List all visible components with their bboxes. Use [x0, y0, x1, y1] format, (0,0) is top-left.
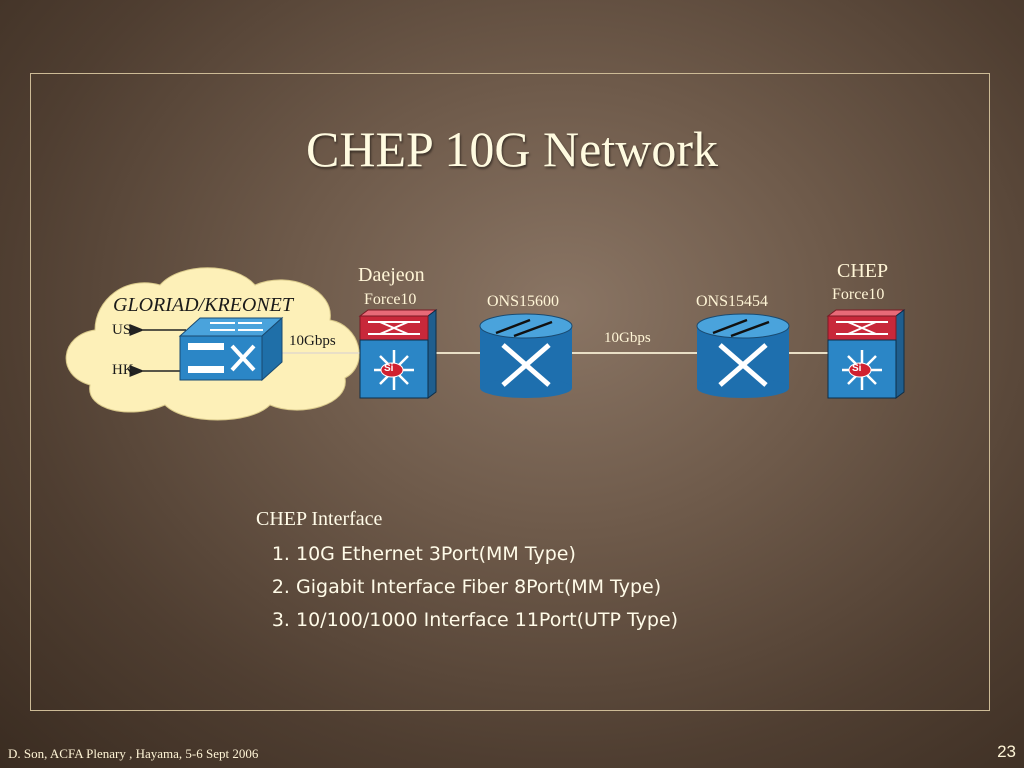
us-label: US	[112, 322, 132, 338]
footer-text: D. Son, ACFA Plenary , Hayama, 5-6 Sept …	[8, 746, 259, 761]
hk-label: HK	[112, 362, 134, 378]
slide-title: CHEP 10G Network	[305, 121, 718, 177]
interface-heading: CHEP Interface	[256, 508, 383, 530]
daejeon-site-label: Daejeon	[358, 264, 425, 286]
chep-si-badge: Si	[852, 363, 862, 374]
daejeon-force10-icon	[358, 309, 438, 399]
page-number: 23	[997, 742, 1016, 761]
daejeon-device-label: Force10	[364, 291, 417, 308]
interface-item-3: 10/100/1000 Interface 11Port(UTP Type)	[296, 609, 678, 631]
chep-device-label: Force10	[832, 286, 885, 303]
chep-interface-section: CHEP Interface 10G Ethernet 3Port(MM Typ…	[256, 508, 678, 642]
interface-item-1: 10G Ethernet 3Port(MM Type)	[296, 543, 678, 565]
ons15454-label: ONS15454	[696, 293, 769, 310]
daejeon-si-badge: Si	[384, 363, 394, 374]
interface-item-2: Gigabit Interface Fiber 8Port(MM Type)	[296, 576, 678, 598]
ons15600-label: ONS15600	[487, 293, 560, 310]
chep-force10-icon	[826, 309, 906, 399]
link2-label: 10Gbps	[604, 330, 651, 346]
ons15454-icon	[696, 313, 790, 398]
chep-site-label: CHEP	[837, 260, 889, 282]
ons15600-icon	[479, 313, 573, 398]
interface-list: 10G Ethernet 3Port(MM Type) Gigabit Inte…	[256, 543, 678, 631]
slide-frame	[30, 73, 990, 711]
cloud-label: GLORIAD/KREONET	[113, 294, 293, 316]
gloriad-switch-icon	[178, 316, 284, 382]
link1-label: 10Gbps	[287, 333, 338, 350]
